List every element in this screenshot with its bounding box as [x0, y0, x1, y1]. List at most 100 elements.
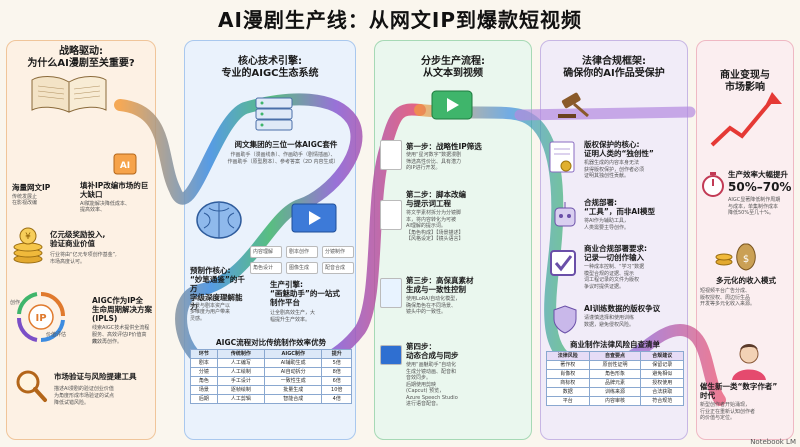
table-cell: 8倍 — [321, 367, 352, 377]
production-engine-desc-line1: 让全剧高效生产，大 — [270, 310, 316, 316]
workflow-tile: 图像生成 — [286, 262, 318, 274]
trinity-suite-desc1: 作画助手（漫画线条）、作画助手（剧情插画）、 — [230, 152, 336, 158]
market-tool-desc1: 描述AI漫剧的验证创业价值 — [54, 386, 114, 392]
step3-desc: 使用LoRA/自动化模型， 确保角色在不同场景、 镜头中的一致性。 — [406, 296, 530, 316]
video-production-icon — [291, 203, 337, 233]
table-cell: 合法获取 — [640, 387, 684, 397]
digital-author-desc: 新型创作者开始涌现， 行业正在重新认知创作者 的价值与定位。 — [700, 402, 792, 422]
production-engine-desc: 让全剧高效生产，大 幅提升生产效率。 — [270, 310, 354, 323]
certificate-icon — [549, 141, 575, 173]
table-cell: 数据 — [546, 387, 590, 397]
step2-title-line1: 第二步：脚本改编 — [406, 190, 466, 199]
page-title: AI漫剧生产线：从网文IP到爆款短视频 — [217, 8, 583, 32]
col1-title-line1: 战略驱动: — [59, 46, 103, 57]
step4-video-icon — [380, 345, 402, 365]
record-keeping-desc-line4: 争议时提供证据。 — [584, 283, 625, 290]
open-book-icon — [31, 76, 107, 113]
step2-desc-line4: 【角色构成】【场景描述】 — [406, 229, 464, 236]
table-header: 自查要点 — [588, 351, 642, 361]
preproduction-title-line2: “妙笔通鉴”的千万 — [190, 275, 245, 293]
record-keeping-desc: 一种成本控制、“学习”数据 模型合规的证据、提示 词工程记录的文件为版权 争议时… — [584, 264, 686, 290]
step2-title: 第二步：脚本改编 与提示词工程 — [406, 190, 530, 208]
svg-text:¥: ¥ — [25, 232, 31, 242]
ipls-desc2: 服务、高效评估IP价值高效、 — [92, 332, 147, 345]
compliance-tool-title: 合规部署: “工具”，而非AI模型 — [584, 198, 686, 216]
step3-desc-line1: 使用LoRA/自动化模型， — [406, 296, 461, 302]
table-header: 提升 — [321, 349, 352, 359]
market-tool-title: 市场验证与风险提建工具 — [54, 372, 137, 381]
table-header: 传统制作 — [216, 349, 265, 359]
efficiency-value: 50%–70% — [728, 180, 792, 194]
record-keeping-desc-line3: 词工程记录的文件为版权 — [584, 277, 640, 283]
table-cell: 逐帧绘制 — [216, 385, 265, 395]
table-header: AIGC制作 — [263, 349, 323, 359]
compliance-tool-title-line2: “工具”，而非AI模型 — [584, 207, 655, 216]
step4-desc-line2: 生成分镜动画、配音和 — [406, 368, 457, 375]
step1-document-icon — [380, 140, 402, 170]
workflow-tile: 内容理解 — [250, 246, 282, 258]
table-cell: AI辅助生成 — [263, 358, 323, 368]
step3-desc-line3: 镜头中的一致性。 — [406, 309, 447, 315]
magnifier-icon — [16, 370, 47, 402]
compliance-tool-title-line1: 合规部署: — [584, 198, 617, 207]
growth-arrow-head — [766, 92, 782, 104]
table-cell: 5倍 — [321, 358, 352, 368]
preproduction-title-line3: 字级深度理解能力 — [190, 293, 243, 311]
checkbox-icon — [550, 250, 576, 276]
table-cell: 10倍 — [321, 385, 352, 395]
table-cell: 剧本 — [190, 358, 218, 368]
production-engine-title-line3: 制作平台 — [270, 298, 300, 307]
ipls-desc3: 高效再创作。 — [92, 339, 123, 345]
workflow-tile-label: 配音合成 — [325, 265, 346, 271]
record-keeping-desc-line1: 一种成本控制、“学习”数据 — [584, 264, 645, 270]
preproduction-title: 预制作核心: “妙笔通鉴”的千万 字级深度理解能力 — [190, 266, 248, 311]
digital-author-title-line1: 催生新一类“数字作者” — [700, 382, 778, 391]
revenue-model-desc-line1: 短视频平台广告分成、 — [700, 288, 751, 294]
step4-desc-line5: (Capcut) 预览， — [406, 388, 445, 394]
table-cell: 平台 — [546, 396, 590, 406]
revenue-model-title: 多元化的收入模式 — [716, 276, 776, 285]
table-row: 商标权品牌元素授权使用 — [546, 378, 684, 388]
ipls-desc1: 线索AIGC技术提供全流程 — [92, 325, 150, 331]
table-cell: 场景 — [190, 385, 218, 395]
step3-title: 第三步：高保真素材 生成与一致性控制 — [406, 276, 530, 294]
table-cell: 品牌元素 — [588, 378, 642, 388]
legal-table-title: 商业制作法律风险自查清单 — [570, 340, 660, 349]
ip-volume-line2: 在影视改编 — [12, 200, 38, 206]
record-keeping-title-line2: 记录一切创作输入 — [584, 253, 644, 262]
revenue-model-desc-line2: 版权授权、周边衍生品 — [700, 294, 751, 301]
legal-risk-table: 法律风险 自查要点 合规建议 著作权原创性证明保留记录 肖像权角色形象避免相似 … — [546, 351, 684, 406]
col2-title-line2: 专业的AIGC生态系统 — [221, 68, 319, 79]
step2-script-icon — [380, 200, 402, 230]
table-cell: 分镜 — [190, 367, 218, 377]
efficiency-desc-line3: 降低50%至几十%。 — [728, 210, 774, 216]
step4-title-line1: 第四步： — [406, 342, 436, 351]
compliance-tool-desc: 将AI作为辅助工具， 人类需要主导创作。 — [584, 218, 686, 231]
production-engine-title-line1: 生产引擎: — [270, 280, 303, 289]
digital-author-desc-line2: 行业正在重新认知创作者 — [700, 408, 756, 415]
step4-desc-line6: Azure Speech Studio — [406, 394, 458, 401]
col4-title-line2: 确保你的AI作品受保护 — [563, 68, 665, 79]
step1-desc: 使用“星河数字”数据漫剧 筛选高性价比、具有潜力 的IP进行开发。 — [406, 152, 530, 172]
table-cell: 批量生成 — [263, 385, 323, 395]
step3-title-line1: 第三步：高保真素材 — [406, 276, 474, 285]
production-engine-title: 生产引擎: “画魅助手”的一站式 制作平台 — [270, 280, 354, 307]
revenue-model-desc: 短视频平台广告分成、 版权授权、周边衍生品 开发等多元化收入来源。 — [700, 288, 792, 308]
step4-title-line2: 动态合成与同步 — [406, 351, 459, 360]
copyright-core-title-line1: 版权保护的核心: — [584, 140, 640, 149]
digital-author-desc-line3: 的价值与定位。 — [700, 415, 736, 421]
table-cell: 肖像权 — [546, 369, 590, 379]
col3-title: 分步生产流程: 从文本到视频 — [374, 56, 532, 80]
table-cell: 著作权 — [546, 360, 590, 370]
play-button-icon — [431, 90, 473, 120]
table-row: 平台内容审核符合规范 — [546, 396, 684, 406]
table-header-row: 法律风险 自查要点 合规建议 — [546, 351, 684, 361]
table-cell: 原创性证明 — [588, 360, 642, 370]
table-cell: 保留记录 — [640, 360, 684, 370]
lifecycle-label-create: 创作 — [10, 300, 21, 306]
table-cell: 授权使用 — [640, 378, 684, 388]
col3-title-line2: 从文本到视频 — [423, 68, 483, 79]
